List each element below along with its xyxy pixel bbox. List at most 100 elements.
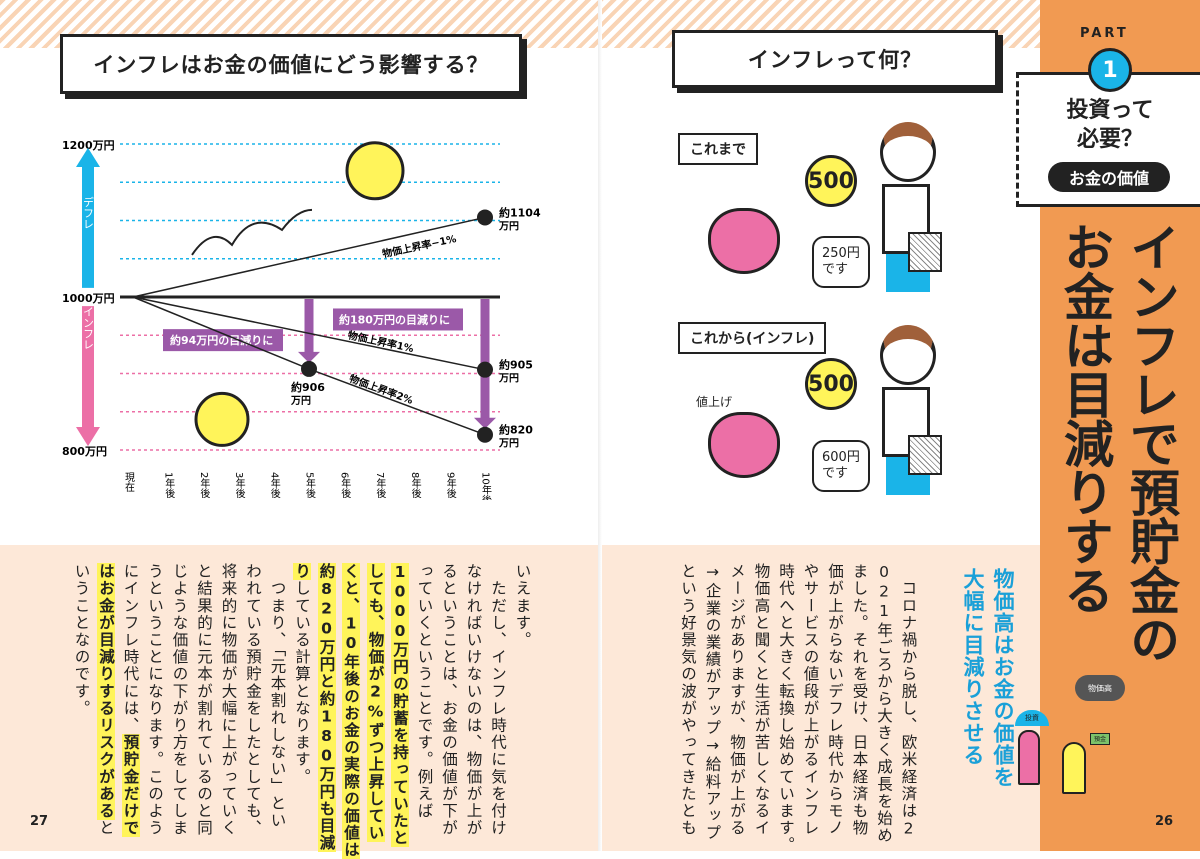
text-segment: るということは、お金の価値が下が — [440, 563, 458, 837]
text-column: ました。それを受け、日本経済も物 — [850, 563, 869, 837]
subheading: 物価高はお金の価値を 大幅に目減りさせる — [958, 568, 1018, 788]
x-tick-label: 4年後 — [268, 472, 280, 498]
mid-value-unit: 万円 — [290, 395, 311, 407]
text-column: 将来的に物価が大幅に上がっていく — [216, 563, 241, 837]
annotation-label: 約94万円の目減りに — [170, 333, 273, 347]
text-column: くと、10年後のお金の実際の価値は — [339, 563, 364, 859]
text-column: ただし、インフレ時代に気を付け — [486, 563, 511, 837]
end-value-label: 約820 — [499, 423, 533, 437]
text-column: 時代へと大きく転換し始めています。 — [777, 563, 795, 854]
text-segment: うということになります。このよう — [146, 563, 164, 837]
before-label: これまで — [678, 133, 758, 165]
highlighted-text: 1000万円の貯蓄を持っていたと — [391, 563, 409, 847]
series-label: 物価上昇率−1% — [381, 232, 457, 260]
coin-500-icon: 500 — [805, 155, 857, 207]
text-column: 価が上がらないデフレ時代からモノ — [826, 563, 844, 837]
text-segment: している計算となります。 — [293, 580, 311, 786]
coin-500-icon: 500 — [805, 358, 857, 410]
x-tick-label: 9年後 — [444, 472, 456, 498]
text-column: →企業の業績がアップ→給料アップ — [703, 563, 722, 842]
y-tick-label: 1000万円 — [62, 292, 115, 305]
deflation-label: デフレ — [82, 195, 95, 229]
apple-illustration — [708, 208, 780, 274]
x-tick-label: 6年後 — [339, 472, 351, 498]
price-text: 250円 — [822, 246, 860, 261]
basket-icon — [908, 435, 942, 475]
text-segment: いうことなのです。 — [72, 563, 91, 717]
price-suffix: です — [822, 262, 849, 277]
text-column: はお金が目減りするリスクがあると — [94, 563, 119, 837]
page-gutter — [598, 0, 602, 851]
annotation-label: 約180万円の目減りに — [339, 312, 450, 326]
price-bubble-after: 600円です — [812, 440, 870, 492]
x-tick-label: 7年後 — [374, 472, 386, 498]
x-tick-label: 3年後 — [233, 472, 245, 498]
right-page-header: インフレって何？ — [672, 30, 998, 88]
highlighted-text: しても、物価が2%ずつ上昇してい — [366, 563, 385, 842]
text-area-background — [0, 545, 1040, 851]
reduction-arrow-shaft — [480, 299, 490, 419]
reduction-arrow-head — [474, 417, 496, 429]
apple-illustration — [708, 412, 780, 478]
text-column: つまり、「元本割れしない」とい — [265, 563, 290, 829]
y-tick-label: 800万円 — [62, 445, 107, 458]
reduction-arrow-head — [298, 351, 320, 363]
text-segment: っていくということです。例えば — [415, 563, 434, 820]
section-title: 投資って 必要？ — [1020, 96, 1200, 154]
jump-trail — [191, 208, 313, 256]
text-column: るということは、お金の価値が下が — [437, 563, 462, 837]
text-column: 物価高と聞くと生活が苦しくなるイ — [752, 563, 771, 837]
umbrella-icon: 投資 — [1015, 710, 1049, 726]
rain-illustration: 物価高 — [1075, 675, 1125, 701]
text-column: うということになります。このよう — [143, 563, 168, 837]
reduction-arrow-shaft — [304, 299, 314, 353]
text-segment: 将来的に物価が大幅に上がっていく — [219, 563, 238, 837]
category-badge: お金の価値 — [1048, 162, 1170, 192]
text-column: やサービスの値段が上がるインフレ — [801, 563, 820, 837]
text-segment: にインフレ時代には、 — [121, 563, 140, 734]
text-column: コロナ禍から脱し、欧米経済は2 — [899, 563, 918, 840]
highlighted-text: 預貯金だけで — [121, 734, 140, 837]
page-number-right: 26 — [1155, 814, 1174, 829]
text-column: りしている計算となります。 — [290, 563, 315, 785]
chapter-title: インフレで預貯金の お金は目減りする — [1052, 222, 1184, 663]
after-label: これから(インフレ) — [678, 322, 827, 354]
highlighted-text: 約820万円と約180万円も目減 — [317, 563, 336, 852]
text-column: いえます。 — [510, 563, 535, 649]
x-tick-label: 5年後 — [304, 472, 316, 498]
text-column: という好景気の波がやってきたとも — [679, 563, 697, 837]
price-suffix: です — [822, 466, 849, 481]
text-column: と結果的に元本が割れているのと同 — [192, 563, 217, 837]
text-segment: なければいけないのは、物価が上が — [464, 563, 483, 837]
part-number-badge: 1 — [1088, 48, 1132, 92]
data-point — [477, 361, 493, 378]
text-column: メージがありますが、物価が上がる — [728, 563, 746, 837]
text-segment: ただし、インフレ時代に気を付け — [489, 563, 507, 837]
happy-coin-icon — [345, 141, 405, 201]
end-value-unit: 万円 — [498, 373, 519, 385]
data-point — [477, 426, 493, 443]
section-title-line: 投資って — [1066, 98, 1154, 123]
deflation-arrow — [76, 147, 100, 288]
left-page-header: インフレはお金の価値にどう影響する？ — [60, 34, 522, 94]
worried-woman-illustration — [872, 325, 942, 495]
inflation-arrow — [76, 306, 100, 447]
text-column: っていくということです。例えば — [412, 563, 437, 820]
price-bubble-before: 250円です — [812, 236, 870, 288]
highlighted-text: はお金が目減りするリスクがある — [97, 563, 115, 820]
text-segment: いえます。 — [513, 563, 532, 649]
section-title-line: 必要？ — [1076, 127, 1143, 152]
text-column: しても、物価が2%ずつ上昇してい — [363, 563, 388, 842]
end-value-label: 約1104 — [499, 205, 541, 219]
end-value-unit: 万円 — [498, 220, 519, 232]
subheading-line: 大幅に目減りさせる — [961, 568, 985, 766]
page-number-left: 27 — [30, 814, 49, 829]
text-segment: われている預貯金をしたとしても、 — [244, 563, 262, 837]
inflation-label: インフレ — [82, 306, 95, 350]
person-illustration — [1018, 730, 1040, 785]
tired-coin-icon — [194, 391, 250, 447]
text-column: じような価値の下がり方をしてしま — [167, 563, 192, 837]
annotation-box — [333, 308, 463, 331]
series-line — [132, 216, 486, 298]
